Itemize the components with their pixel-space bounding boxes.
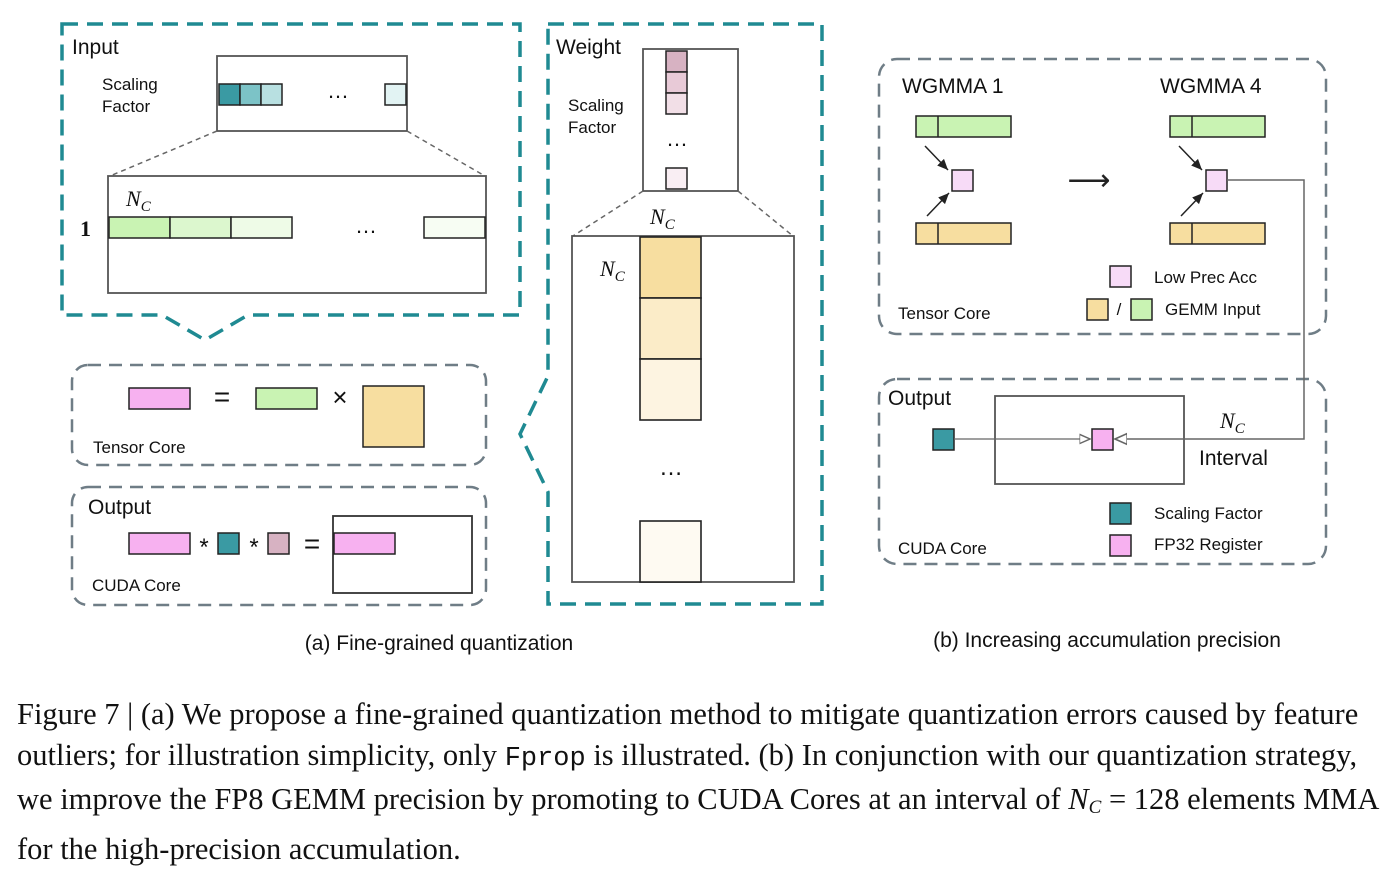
output-label-right: Output xyxy=(888,387,951,410)
wgmma4-orange-input xyxy=(1169,222,1266,245)
output-mauve-scale xyxy=(267,532,290,555)
cuda-core-label-left: CUDA Core xyxy=(92,576,181,595)
output-result-pink xyxy=(333,532,396,555)
legend-green-swatch xyxy=(1130,298,1153,321)
tensor-core-box-left xyxy=(70,363,488,467)
tensor-core-times: × xyxy=(332,382,347,412)
caption-nc-letter: N xyxy=(1068,782,1089,816)
tensor-core-box-right xyxy=(877,57,1328,336)
input-callout-outline xyxy=(60,22,522,343)
wgmma1-green-input xyxy=(915,115,1012,138)
interval-box xyxy=(994,395,1185,485)
input-scale-cell-3 xyxy=(260,83,283,106)
caption-code-fprop: Fprop xyxy=(504,743,586,774)
weight-scale-cell-1 xyxy=(665,50,688,73)
output-star-2: * xyxy=(249,534,258,561)
wgmma1-orange-input xyxy=(915,222,1012,245)
weight-nc-label-top: NC xyxy=(649,204,676,233)
output-scaling-factor xyxy=(932,428,955,451)
legend-low-prec-swatch xyxy=(1109,265,1132,288)
weight-label: Weight xyxy=(556,36,621,59)
input-row-label: 1 xyxy=(80,216,91,241)
wgmma1-label: WGMMA 1 xyxy=(902,75,1004,98)
legend-low-prec-label: Low Prec Acc xyxy=(1154,268,1257,287)
subcaption-a: (a) Fine-grained quantization xyxy=(305,632,574,655)
wgmma1-arrow-down xyxy=(924,145,949,171)
wgmma1-arrow-up xyxy=(926,192,950,217)
input-scale-cell-2 xyxy=(239,83,262,106)
weight-scaling-label-2: Factor xyxy=(568,118,617,137)
weight-block-3 xyxy=(639,358,702,421)
figure-caption: Figure 7 | (a) We propose a fine-grained… xyxy=(17,694,1392,869)
subcaption-b: (b) Increasing accumulation precision xyxy=(933,629,1281,652)
weight-scale-cell-2 xyxy=(665,71,688,94)
legend-fp32-label: FP32 Register xyxy=(1154,535,1263,554)
wgmma-progress-arrow: ⟶ xyxy=(1067,164,1110,197)
tensor-core-input-green xyxy=(255,387,318,410)
weight-block-ellipsis: … xyxy=(659,454,683,481)
input-group-3 xyxy=(230,216,293,239)
wgmma1-low-prec-acc xyxy=(951,169,974,192)
output-teal-scale xyxy=(217,532,240,555)
input-scaling-label-1: Scaling xyxy=(102,75,158,94)
wgmma4-low-prec-acc xyxy=(1205,169,1228,192)
caption-part-1: Figure 7 | (a) We propose a fine-grained… xyxy=(17,697,1359,772)
tensor-core-equals: = xyxy=(214,381,230,412)
output-label-left: Output xyxy=(88,496,151,519)
weight-callout-outline xyxy=(518,22,824,606)
input-group-2 xyxy=(169,216,232,239)
output-pink-left xyxy=(128,532,191,555)
wgmma4-arrow-down xyxy=(1178,145,1203,171)
tensor-core-label-left: Tensor Core xyxy=(93,438,186,457)
quantization-diagram: Input Scaling Factor … NC 1 … = × Tensor… xyxy=(60,22,1328,655)
legend-fp32-swatch xyxy=(1109,534,1132,557)
output-cuda-box-left xyxy=(70,485,488,607)
caption-part-3: = 128 elements MMA for the high-precisio… xyxy=(17,782,1378,866)
input-group-ellipsis: … xyxy=(355,213,377,238)
input-scaling-label-2: Factor xyxy=(102,97,151,116)
weight-block-last xyxy=(639,520,702,583)
legend-orange-swatch xyxy=(1086,298,1109,321)
input-zoom-line-left xyxy=(109,130,218,177)
interval-label: Interval xyxy=(1199,447,1268,470)
tensor-core-output-pink xyxy=(128,387,191,410)
weight-nc-label-side: NC xyxy=(599,256,626,285)
weight-block-2 xyxy=(639,297,702,360)
output-cuda-box-right xyxy=(877,377,1328,566)
weight-block-1 xyxy=(639,236,702,299)
weight-zoom-line-left xyxy=(572,190,644,237)
input-label: Input xyxy=(72,36,119,59)
input-scale-cell-1 xyxy=(218,83,241,106)
weight-scaling-factor-box xyxy=(642,48,739,192)
weight-scale-ellipsis: … xyxy=(666,126,688,151)
output-fp32-register xyxy=(1091,428,1114,451)
input-group-1 xyxy=(108,216,171,239)
wgmma4-green-input xyxy=(1169,115,1266,138)
wgmma4-label: WGMMA 4 xyxy=(1160,75,1262,98)
tensor-core-weight-orange xyxy=(362,385,425,448)
promotion-path xyxy=(1115,179,1305,439)
output-equals: = xyxy=(304,528,320,559)
input-nc-label: NC xyxy=(125,186,152,215)
legend-scaling-factor-label: Scaling Factor xyxy=(1154,504,1263,523)
cuda-core-label-right: CUDA Core xyxy=(898,539,987,558)
tensor-core-label-right: Tensor Core xyxy=(898,304,991,323)
caption-part-2: is illustrated. (b) In conjunction with … xyxy=(17,737,1358,817)
caption-nc-sub: C xyxy=(1088,797,1102,818)
weight-zoom-line-right xyxy=(737,190,794,237)
weight-scaling-label-1: Scaling xyxy=(568,96,624,115)
output-star-1: * xyxy=(199,534,208,561)
legend-slash: / xyxy=(1117,300,1122,319)
legend-scaling-factor-swatch xyxy=(1109,502,1132,525)
weight-scale-cell-3 xyxy=(665,92,688,115)
wgmma4-arrow-up xyxy=(1180,192,1204,217)
input-zoom-line-right xyxy=(406,130,486,177)
input-group-last xyxy=(423,216,486,239)
interval-nc-label: NC xyxy=(1219,408,1246,437)
legend-gemm-input-label: GEMM Input xyxy=(1165,300,1261,319)
input-scale-ellipsis: … xyxy=(327,78,349,103)
weight-scale-cell-last xyxy=(665,167,688,190)
input-scale-cell-last xyxy=(384,83,407,106)
